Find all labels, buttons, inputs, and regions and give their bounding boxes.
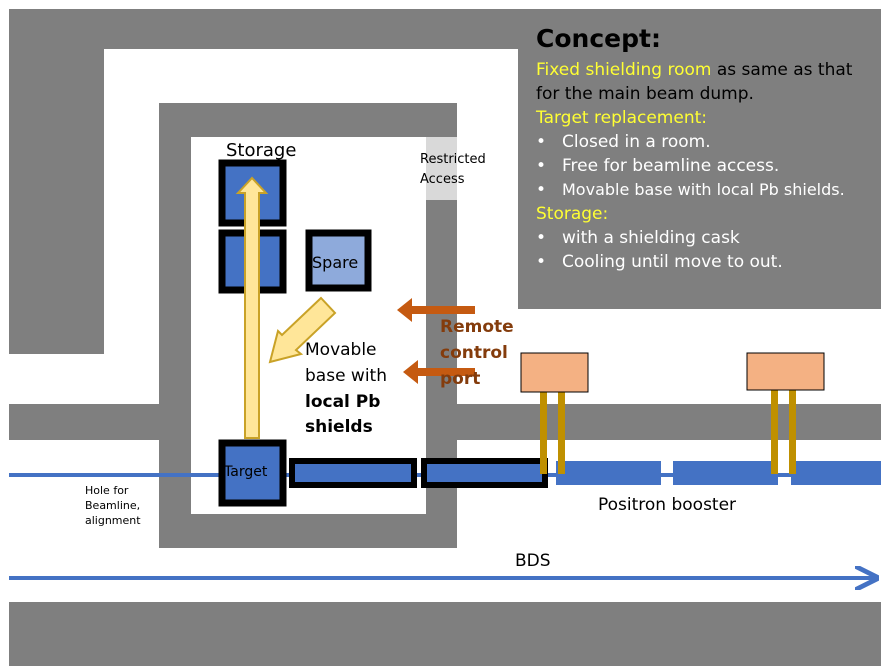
target-label: Target [223,464,268,480]
movable-base-line-4: shields [305,417,373,437]
concept-panel-bg [518,49,881,309]
target-bullet: • Free for beamline access. [536,154,881,178]
arrow-down-left-icon [268,296,337,364]
storage-bullet-text: Cooling until move to out. [562,252,783,272]
bds-label: BDS [515,551,551,571]
top-wall [9,9,881,49]
concept-line-1-rest: as same as that [711,60,853,80]
storage-bullet: • Cooling until move to out. [536,250,881,274]
hole-label-1: Hole for [85,484,129,497]
concept-title: Concept: [536,24,661,53]
booster-segment-3 [791,461,881,485]
restricted-access-label-2: Access [420,172,465,187]
target-bullet-text: Closed in a room. [562,132,711,152]
remote-control-line-1: Remote [440,317,514,337]
bullet-icon: • [536,180,547,200]
beam-tube-segments [289,458,881,488]
cavity-box [520,352,589,393]
target-bullet: • Movable base with local Pb shields. [536,178,881,202]
arrow-left-icon [397,298,475,322]
support-post [558,392,565,474]
target-bullet-text: Free for beamline access. [562,156,780,176]
storage-label: Storage [226,140,296,161]
restricted-access-box [426,137,457,200]
spare-block [305,229,372,292]
concept-line-1: Fixed shielding room as same as that [536,58,881,82]
cavity-box [746,352,825,391]
left-wall [9,49,104,354]
restricted-access-label-1: Restricted [420,152,486,167]
support-post [540,392,547,474]
target-bullet-text: Movable base with local Pb shields. [562,180,845,199]
storage-bullet-text: with a shielding cask [562,228,740,248]
concept-panel: Concept: Fixed shielding room as same as… [536,22,881,274]
movable-base-line-1: Movable [305,340,377,360]
bottom-wall [9,602,881,666]
storage-bullet: • with a shielding cask [536,226,881,250]
bullet-icon: • [536,156,547,176]
concept-line-2: for the main beam dump. [536,84,754,104]
bullet-icon: • [536,228,547,248]
hole-label-2: Beamline, [85,499,140,512]
storage-heading: Storage: [536,204,609,224]
spare-label: Spare [312,253,358,272]
target-replacement-heading: Target replacement: [536,108,707,128]
arrow-left-icon [403,360,475,384]
support-post [789,390,796,474]
positron-booster-label: Positron booster [598,495,736,515]
target-block [218,439,287,507]
movable-base-line-2: base with [305,366,387,386]
hole-label-3: alignment [85,514,141,527]
booster-segment-2 [673,461,778,485]
arrow-up-icon [235,176,269,439]
corridor-wall-right [457,404,881,440]
remote-control-line-3: port [440,369,480,389]
bullet-icon: • [536,132,547,152]
tunnel-walls [9,9,881,666]
concept-highlight: Fixed shielding room [536,60,712,80]
corridor-wall-left [9,404,159,440]
target-bullet: • Closed in a room. [536,130,881,154]
tube-segment-1 [289,458,417,488]
support-post [771,390,778,474]
booster-segment-1 [556,461,661,485]
remote-control-line-2: control [440,343,508,363]
booster-supports [520,352,825,474]
tube-segment-2 [421,458,548,488]
bullet-icon: • [536,252,547,272]
movable-base-line-3: local Pb [305,392,380,412]
